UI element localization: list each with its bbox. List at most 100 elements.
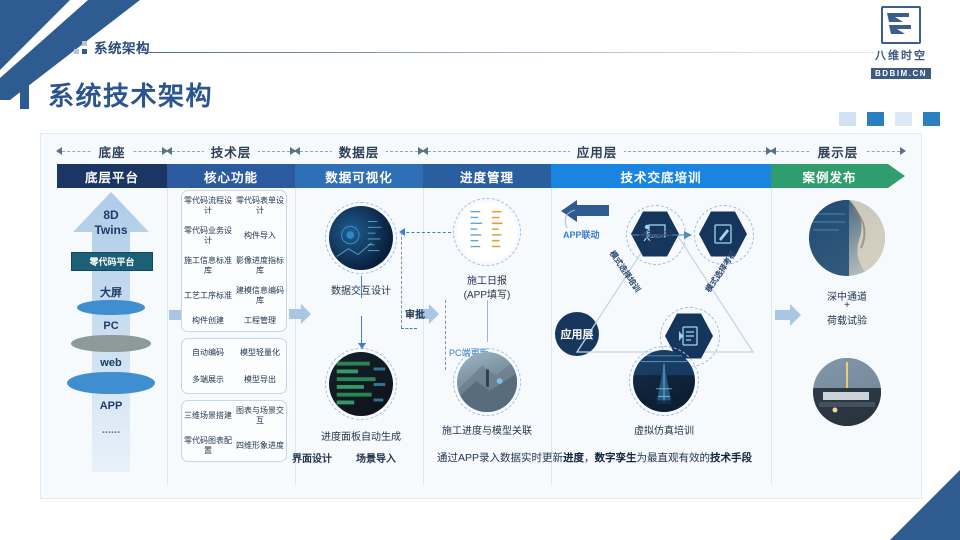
column-header: 案例发布 [771,164,888,188]
column-header-bands: 底层平台 核心功能 数据可视化 进度管理 技术交底培训 案例发布 [57,164,905,188]
core-feature-box-1: 零代码流程设计 零代码表单设计 零代码业务设计 构件导入 施工信息标准库 影像进… [181,190,287,332]
footer-caption: 通过APP录入数据实时更新进度，数字孪生为最直观有效的技术手段 [437,450,767,465]
feature-cell: 多端展示 [192,374,224,384]
training-edge-label-top-line2: 学习 [647,240,665,250]
logo-domain: BDBIM.CN [871,68,931,79]
platform-ellipsis: ...... [101,424,121,436]
progress-model-link-caption: 施工进度与模型关联 [442,426,532,437]
training-edge-label-top-line1: 模式选择 [638,229,673,239]
platform-title-line2: Twins [94,223,128,237]
daily-report-caption-line1: 施工日报 [467,276,507,287]
footer-caption-bold-method: 技术手段 [710,452,753,464]
disc-label-pc: PC [103,320,119,332]
diagram-columns: 8D Twins 零代码平台 大屏 PC web APP ...... 零代码流… [57,188,905,488]
breadcrumb-dots-icon [74,40,87,54]
feature-cell: 构件创建 [192,316,224,325]
layer-segment-app: 应用层 [422,140,772,162]
feature-cell: 零代码业务设计 [184,226,232,245]
architecture-diagram-panel: 底座 技术层 数据层 应用层 展示层 底层平台 核心功能 数据可视化 进度管理 … [40,133,922,499]
core-feature-box-2: 自动编码 模型轻量化 多端展示 模型导出 [181,338,287,394]
core-feature-box-3: 三维场景搭建 图表与场景交互 零代码图表配置 四维形象进度 [181,400,287,462]
progress-panel-caption: 进度面板自动生成 [321,432,401,443]
disc-label-app: APP [99,400,123,412]
case-caption-line2: + [844,300,850,311]
case-caption-line1: 深中通道 [827,292,867,303]
feature-cell: 模型轻量化 [240,347,280,357]
logo-chinese-name: 八维时空 [875,50,927,62]
virtual-simulation-caption: 虚拟仿真培训 [634,426,694,437]
arrow-visualization-to-progress-icon [417,304,439,329]
daily-report-image [453,198,521,266]
app-layer-badge: 应用层 [555,312,599,356]
footer-caption-bold-progress: 进度 [563,452,585,464]
case-image-bridge [809,200,885,276]
layer-segment-data: 数据层 [294,140,424,162]
daily-report-caption-line2: (APP填写) [463,290,511,301]
feature-cell: 影像进度指标库 [236,256,284,275]
breadcrumb: 系统架构 [74,37,150,57]
breadcrumb-label: 系统架构 [94,41,150,56]
feature-cell: 施工信息标准库 [184,256,232,275]
breadcrumb-divider [140,52,910,53]
tag-scene-import: 场景导入 [356,454,396,465]
feature-cell: 建模信息编码库 [236,286,284,305]
disc-label-web: web [100,357,122,369]
case-image-night [813,358,881,426]
flow-line [487,300,488,342]
flow-line-dashed [445,300,446,370]
zero-code-platform-chip: 零代码平台 [71,252,153,271]
tag-ui-design: 界面设计 [292,454,332,465]
brand-logo: 八维时空 BDBIM.CN [864,6,938,81]
approval-label: 审批 [405,310,425,321]
flow-line [361,316,362,344]
platform-title-line1: 8D [103,208,119,222]
training-node-assessment [694,205,754,265]
column-header: 数据可视化 [295,164,423,188]
virtual-simulation-image [629,346,699,416]
flow-line-dashed [401,232,451,233]
feature-cell: 工艺工序标准 [184,291,232,300]
layer-label: 底座 [91,141,133,161]
progress-panel-image [325,348,397,420]
layer-ruler: 底座 技术层 数据层 应用层 展示层 [56,140,906,162]
layer-segment-display: 展示层 [770,140,906,162]
training-triangle-group: 模式选择 学习 [557,194,771,384]
feature-cell: 零代码表单设计 [236,196,284,215]
footer-caption-bold-twins: 数字孪生 [594,452,637,464]
app-linkage-arrow-icon [561,200,609,227]
column-header: 底层平台 [57,164,167,188]
flow-arrow-end-icon [888,164,905,188]
column-header: 核心功能 [167,164,295,188]
footer-caption-comma: ， [584,452,595,464]
progress-model-link-image [453,348,521,416]
feature-cell: 模型导出 [244,374,276,384]
feature-cell: 四维形象进度 [236,441,284,450]
layer-label: 技术层 [203,141,259,161]
feature-cell: 工程管理 [244,316,276,325]
footer-caption-suffix: 为最直观有效的 [636,452,711,464]
arrow-core-to-visualization-icon [289,304,311,329]
feature-cell: 图表与场景交互 [236,406,284,425]
layer-label: 应用层 [569,141,625,161]
training-arrow-top-icon [632,231,692,239]
flow-line-dashed [401,232,402,328]
column-header: 技术交底培训 [551,164,771,188]
layer-label: 数据层 [331,141,387,161]
layer-label: 展示层 [810,141,866,161]
training-node-learning [626,205,686,265]
case-caption-line3: 荷载试验 [827,316,867,327]
flow-line [361,276,362,298]
footer-caption-prefix: 通过APP录入数据实时更新 [437,452,564,464]
feature-cell: 构件导入 [244,231,276,240]
logo-mark-icon [881,6,921,44]
disc-label-screen: 大屏 [100,287,122,299]
feature-cell: 零代码图表配置 [184,436,232,455]
feature-cell: 自动编码 [192,347,224,357]
feature-cell: 零代码流程设计 [184,196,232,215]
feature-cell: 三维场景搭建 [184,411,232,420]
arrow-training-to-publish-icon [775,304,801,331]
title-accent-bar [20,79,29,109]
page-title: 系统技术架构 [48,81,214,111]
layer-segment-base: 底座 [56,140,168,162]
layer-segment-tech: 技术层 [166,140,296,162]
